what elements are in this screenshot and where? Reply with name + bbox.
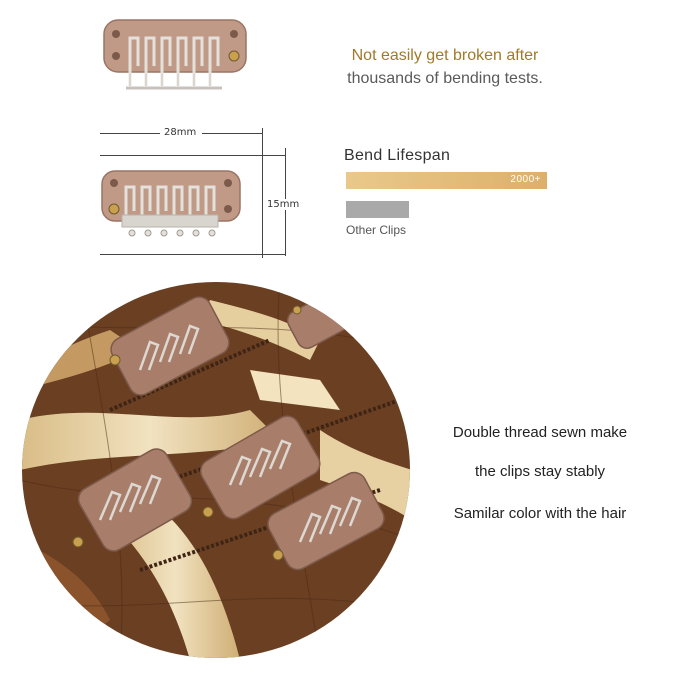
hair-extension-closeup-image bbox=[22, 282, 410, 658]
height-dimension-label: 15mm bbox=[267, 199, 300, 210]
bend-lifespan-title: Bend Lifespan bbox=[344, 147, 451, 164]
bottom-guide-line bbox=[100, 254, 286, 255]
width-dimension-line-right bbox=[202, 133, 262, 134]
hair-clip-image bbox=[103, 19, 247, 90]
other-clips-label: Other Clips bbox=[346, 223, 407, 237]
width-dimension-line-left bbox=[100, 133, 160, 134]
headline-line-1: Not easily get broken after bbox=[351, 47, 539, 64]
width-dimension-label: 28mm bbox=[164, 127, 197, 138]
feature-text-3: Samilar color with the hair bbox=[453, 505, 627, 522]
bend-lifespan-value: 2000+ bbox=[510, 174, 541, 185]
bend-lifespan-bar-main: 2000+ bbox=[346, 172, 547, 189]
headline-line-2: thousands of bending tests. bbox=[347, 70, 543, 87]
headline: Not easily get broken after thousands of… bbox=[300, 44, 590, 90]
feature-text-2: the clips stay stably bbox=[474, 463, 606, 480]
bend-lifespan-bar-other bbox=[346, 201, 409, 218]
feature-text-1: Double thread sewn make bbox=[452, 424, 628, 441]
width-right-tick bbox=[262, 128, 263, 258]
hair-clip-dimension-image bbox=[101, 170, 241, 237]
top-guide-line bbox=[100, 155, 286, 156]
